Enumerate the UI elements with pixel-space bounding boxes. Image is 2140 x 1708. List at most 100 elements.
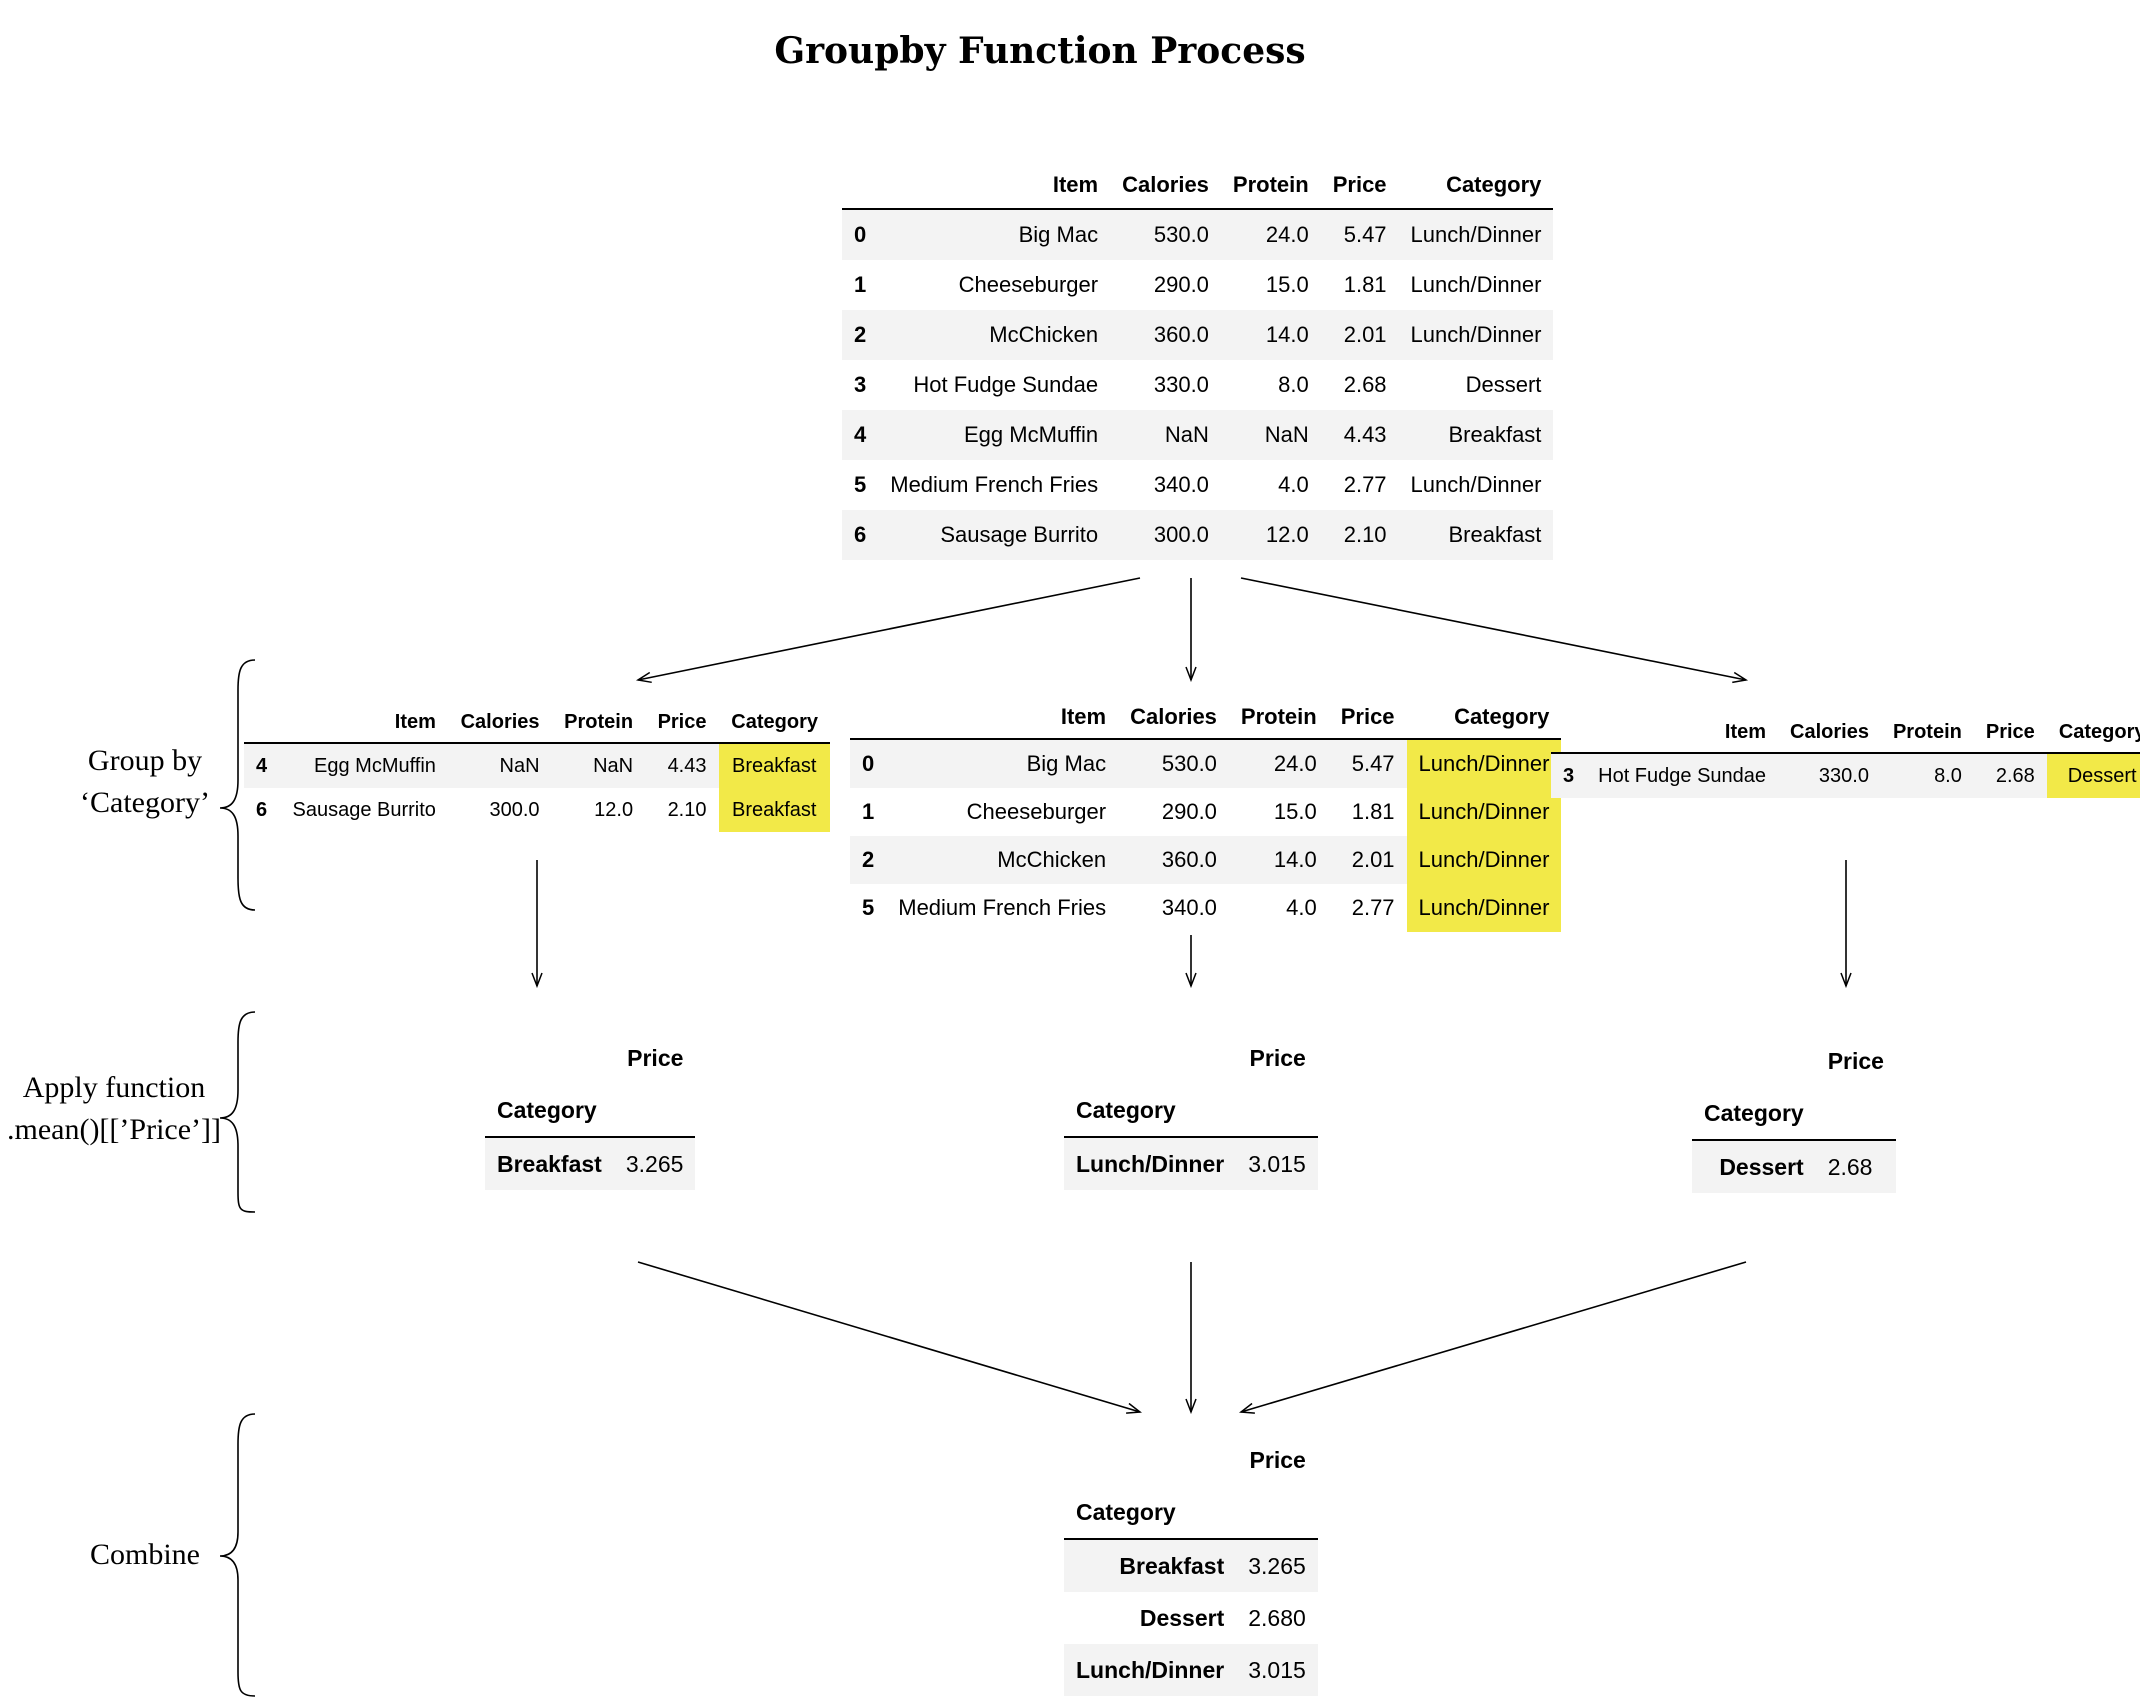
arrow-split-right <box>1240 577 1746 680</box>
cell-price: 2.77 <box>1351 895 1395 920</box>
stage-label-group-line2: ‘Category’ <box>80 786 210 819</box>
cell-calories: 360.0 <box>1110 310 1221 360</box>
row-index: 2 <box>850 836 887 884</box>
index-header: Category <box>1064 1486 1237 1540</box>
category-key: Breakfast <box>1064 1539 1237 1592</box>
cell-protein: 8.0 <box>1278 372 1309 397</box>
stage-label-group-line1: Group by <box>87 744 203 777</box>
index-header <box>1551 704 1587 754</box>
cell-calories: 330.0 <box>1778 753 1881 798</box>
cell-price: 4.43 <box>645 743 719 788</box>
table-header: Item Calories Protein Price Category <box>850 686 1562 740</box>
cell-category: Lunch/Dinner <box>1406 788 1562 836</box>
column-header: Category <box>718 694 830 744</box>
cell-price: 1.81 <box>1351 799 1395 824</box>
cell-item: Egg McMuffin <box>279 743 448 788</box>
index-header <box>842 150 879 210</box>
cell-protein: 4.0 <box>1278 472 1309 497</box>
cell-protein: 15.0 <box>1265 272 1309 297</box>
price-mean: 3.265 <box>1236 1539 1318 1592</box>
column-header: Protein <box>1880 704 1974 754</box>
table-header: Item Calories Protein Price Category <box>244 694 830 744</box>
cell-category: Lunch/Dinner <box>1398 310 1554 360</box>
cell-item: McChicken <box>878 310 1111 360</box>
row-index: 1 <box>854 272 867 297</box>
cell-category: Lunch/Dinner <box>1406 884 1562 932</box>
cell-price: 5.47 <box>1328 739 1407 788</box>
index-header <box>850 686 887 740</box>
cell-protein: 15.0 <box>1273 799 1317 824</box>
price-mean: 3.015 <box>1236 1137 1318 1190</box>
cell-protein: 12.0 <box>594 798 634 821</box>
cell-calories: 300.0 <box>1110 510 1221 560</box>
index-header <box>244 694 280 744</box>
price-mean: 3.265 <box>613 1137 696 1190</box>
row-index: 3 <box>1551 753 1587 798</box>
stage-label-combine: Combine <box>60 1534 230 1576</box>
column-header: Price <box>645 694 719 744</box>
cell-calories: 300.0 <box>489 798 540 821</box>
index-header: Category <box>485 1084 614 1138</box>
category-key: Dessert <box>1064 1592 1237 1644</box>
index-header: Category <box>1064 1084 1237 1138</box>
price-mean: 2.68 <box>1815 1140 1896 1193</box>
cell-item: Cheeseburger <box>958 272 1099 297</box>
cell-price: 4.43 <box>1320 410 1399 460</box>
cell-category: Breakfast <box>1398 510 1554 560</box>
row-index: 6 <box>256 798 268 821</box>
cell-protein: NaN <box>1220 410 1321 460</box>
cell-category: Breakfast <box>718 788 830 832</box>
price-mean: 2.680 <box>1236 1592 1318 1644</box>
cell-category: Dessert <box>2046 753 2140 798</box>
row-index: 3 <box>854 372 867 397</box>
cell-item: Medium French Fries <box>890 472 1099 497</box>
cell-protein: 14.0 <box>1228 836 1329 884</box>
cell-category: Lunch/Dinner <box>1410 472 1542 497</box>
column-header: Calories <box>1110 150 1221 210</box>
brace-apply <box>219 1011 256 1213</box>
row-index: 5 <box>862 895 875 920</box>
cell-category: Lunch/Dinner <box>1410 272 1542 297</box>
cell-calories: NaN <box>1110 410 1221 460</box>
column-header: Item <box>886 686 1119 740</box>
cell-protein: 12.0 <box>1220 510 1321 560</box>
cell-price: 1.81 <box>1343 272 1387 297</box>
stage-label-combine-line1: Combine <box>90 1538 200 1571</box>
cell-calories: 360.0 <box>1118 836 1229 884</box>
column-header: Item <box>1586 704 1779 754</box>
cell-category: Breakfast <box>718 743 830 788</box>
row-index: 0 <box>842 209 879 260</box>
column-header: Category <box>2046 704 2140 754</box>
column-header: Calories <box>447 694 552 744</box>
cell-protein: 24.0 <box>1220 209 1321 260</box>
cell-calories: 340.0 <box>1153 472 1209 497</box>
arrow-split-left <box>638 577 1141 680</box>
cell-item: Hot Fudge Sundae <box>913 372 1099 397</box>
cell-calories: 330.0 <box>1153 372 1209 397</box>
value-header: Price <box>627 1044 684 1071</box>
cell-item: Sausage Burrito <box>878 510 1111 560</box>
cell-item: Cheeseburger <box>966 799 1107 824</box>
cell-protein: 8.0 <box>1880 753 1974 798</box>
category-key: Lunch/Dinner <box>1064 1137 1237 1190</box>
cell-item: Medium French Fries <box>898 895 1107 920</box>
column-header: Price <box>1320 150 1399 210</box>
column-header: Calories <box>1778 704 1881 754</box>
column-header: Category <box>1406 686 1562 740</box>
cell-calories: 530.0 <box>1118 739 1229 788</box>
cell-price: 2.10 <box>667 798 707 821</box>
column-header: Protein <box>1228 686 1329 740</box>
column-header: Item <box>878 150 1111 210</box>
stage-label-group: Group by ‘Category’ <box>40 740 250 824</box>
